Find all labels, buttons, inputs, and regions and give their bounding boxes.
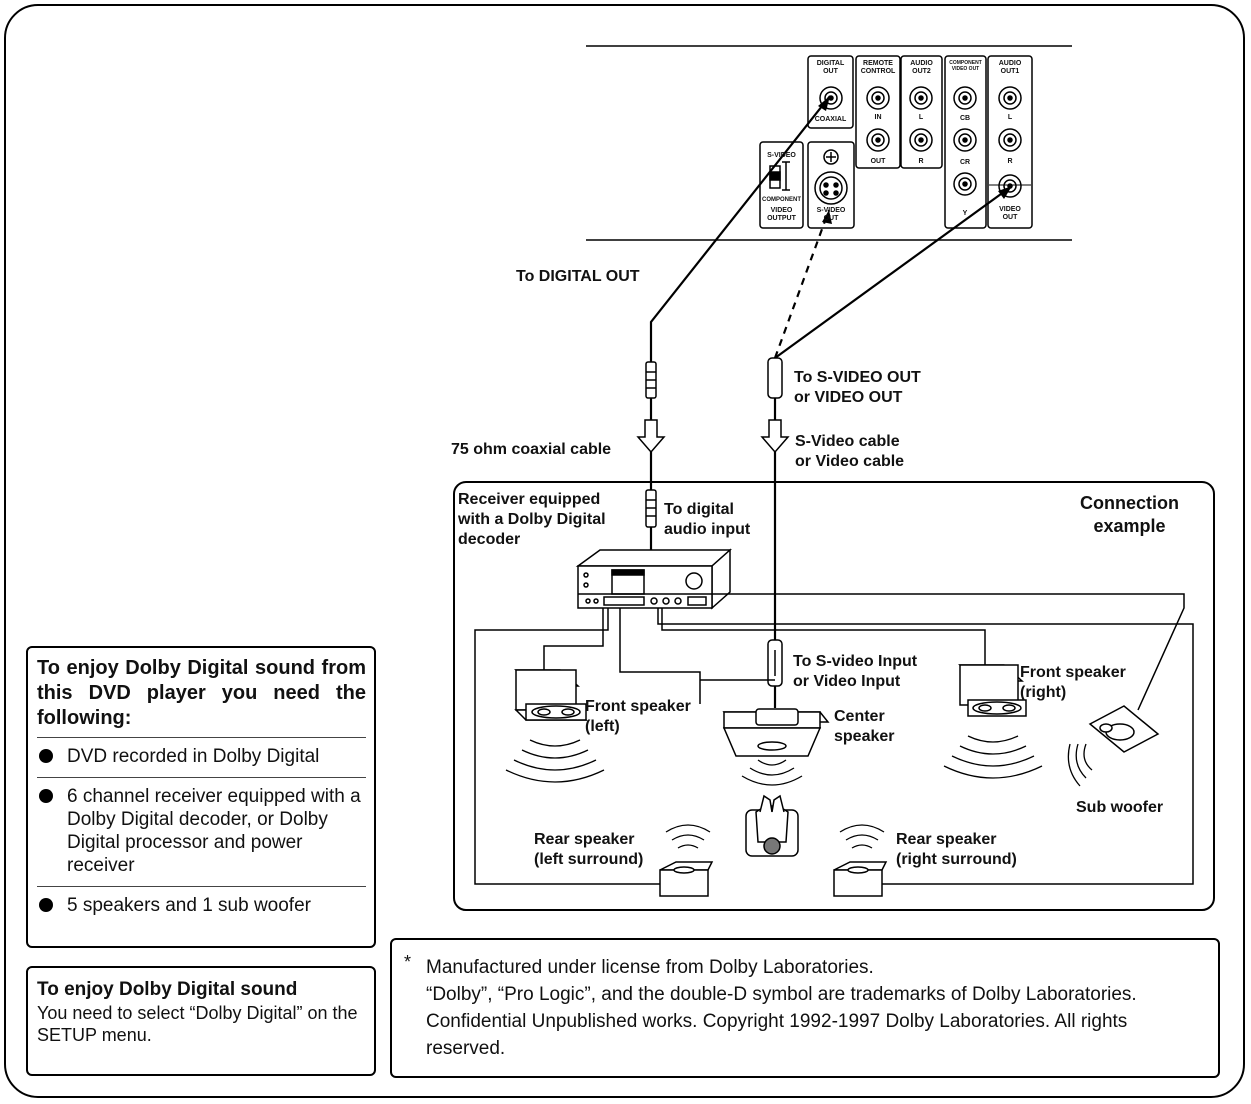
sound-waves-front-right xyxy=(943,735,1043,779)
rear-right-speaker xyxy=(833,861,888,897)
s-video-out-label: S-VIDEO OUT xyxy=(816,207,846,222)
audio-out1-l-label: L xyxy=(1007,114,1013,121)
audio-out2-l-label: L xyxy=(918,114,924,121)
setup-note-body: You need to select “Dolby Digital” on th… xyxy=(37,1003,358,1045)
label-front-right: Front speaker (right) xyxy=(1020,664,1126,701)
front-right-speaker xyxy=(958,664,1027,717)
label-to-svideo-input: To S-video Input or Video Input xyxy=(793,653,918,690)
label-front-left: Front speaker (left) xyxy=(585,698,691,735)
arrow-digital-out xyxy=(818,96,830,111)
listener-chair xyxy=(745,794,799,857)
cr-label: CR xyxy=(959,159,971,166)
sound-waves-rear-right xyxy=(839,824,885,849)
sound-waves-rear-left xyxy=(665,824,711,849)
label-coax-cable: 75 ohm coaxial cable xyxy=(451,441,612,458)
remote-in-label: IN xyxy=(874,114,882,121)
component-switch-label: COMPONENT xyxy=(762,197,801,203)
label-svideo-cable: S-Video cable or Video cable xyxy=(795,433,905,470)
license-asterisk: * xyxy=(404,952,412,972)
requirements-list: DVD recorded in Dolby Digital 6 channel … xyxy=(37,737,366,917)
requirements-box: To enjoy Dolby Digital sound from this D… xyxy=(26,646,376,948)
label-to-svideo-out: To S-VIDEO OUT or VIDEO OUT xyxy=(794,369,921,406)
digital-out-label: DIGITAL OUT xyxy=(816,60,845,75)
setup-note-title: To enjoy Dolby Digital sound xyxy=(37,979,298,1000)
s-video-switch-label: S-VIDEO xyxy=(767,152,796,159)
video-out-label: VIDEO OUT xyxy=(999,206,1021,221)
cable-plugs xyxy=(645,357,783,687)
audio-out2-label: AUDIO OUT2 xyxy=(910,60,933,75)
speaker-wiring xyxy=(474,593,1194,885)
requirement-item: DVD recorded in Dolby Digital xyxy=(37,737,366,768)
label-rear-right: Rear speaker (right surround) xyxy=(896,831,1017,868)
license-line-2: “Dolby”, “Pro Logic”, and the double-D s… xyxy=(426,984,1137,1059)
svideo-jack xyxy=(814,149,848,205)
sound-waves-front-left xyxy=(505,739,605,783)
license-line-1: Manufactured under license from Dolby La… xyxy=(426,957,874,978)
page-frame xyxy=(4,4,1245,1098)
connection-example-box xyxy=(453,481,1215,911)
label-to-digital-audio-input: To digital audio input xyxy=(664,501,751,538)
setup-note-box: To enjoy Dolby Digital sound You need to… xyxy=(26,966,376,1076)
requirement-item: 6 channel receiver equipped with a Dolby… xyxy=(37,777,366,877)
label-rear-left: Rear speaker (left surround) xyxy=(534,831,644,868)
sound-waves-center xyxy=(741,759,803,786)
requirement-item: 5 speakers and 1 sub woofer xyxy=(37,886,366,917)
sound-waves-sub xyxy=(1067,743,1093,787)
label-receiver: Receiver equipped with a Dolby Digital d… xyxy=(458,491,606,548)
y-label: Y xyxy=(962,210,968,217)
label-sub-woofer: Sub woofer xyxy=(1076,799,1164,816)
receiver-unit xyxy=(575,548,732,610)
direction-arrows xyxy=(636,419,790,454)
arrow-video-out xyxy=(998,186,1012,199)
remote-out-label: OUT xyxy=(870,158,886,165)
license-box: * Manufactured under license from Dolby … xyxy=(390,938,1220,1078)
cb-label: CB xyxy=(959,115,971,122)
label-center: Center speaker xyxy=(834,708,895,745)
center-speaker xyxy=(722,708,830,757)
coaxial-label: COAXIAL xyxy=(814,116,847,123)
component-video-out-label: COMPONENT VIDEO OUT xyxy=(949,60,982,72)
sub-woofer xyxy=(1088,705,1160,753)
label-to-digital-out: To DIGITAL OUT xyxy=(516,268,640,285)
audio-out1-label: AUDIO OUT1 xyxy=(998,60,1022,75)
requirements-title: To enjoy Dolby Digital sound from this D… xyxy=(37,657,366,729)
video-output-label: VIDEO OUTPUT xyxy=(767,207,796,222)
audio-out1-r-label: R xyxy=(1007,158,1013,165)
cables xyxy=(649,95,1013,708)
arrow-svideo-out xyxy=(822,210,832,224)
remote-control-label: REMOTE CONTROL xyxy=(860,60,896,75)
front-left-speaker xyxy=(514,669,588,721)
rear-left-speaker xyxy=(659,861,714,897)
label-connection-example: Connection example xyxy=(1080,493,1179,536)
audio-out2-r-label: R xyxy=(918,158,924,165)
